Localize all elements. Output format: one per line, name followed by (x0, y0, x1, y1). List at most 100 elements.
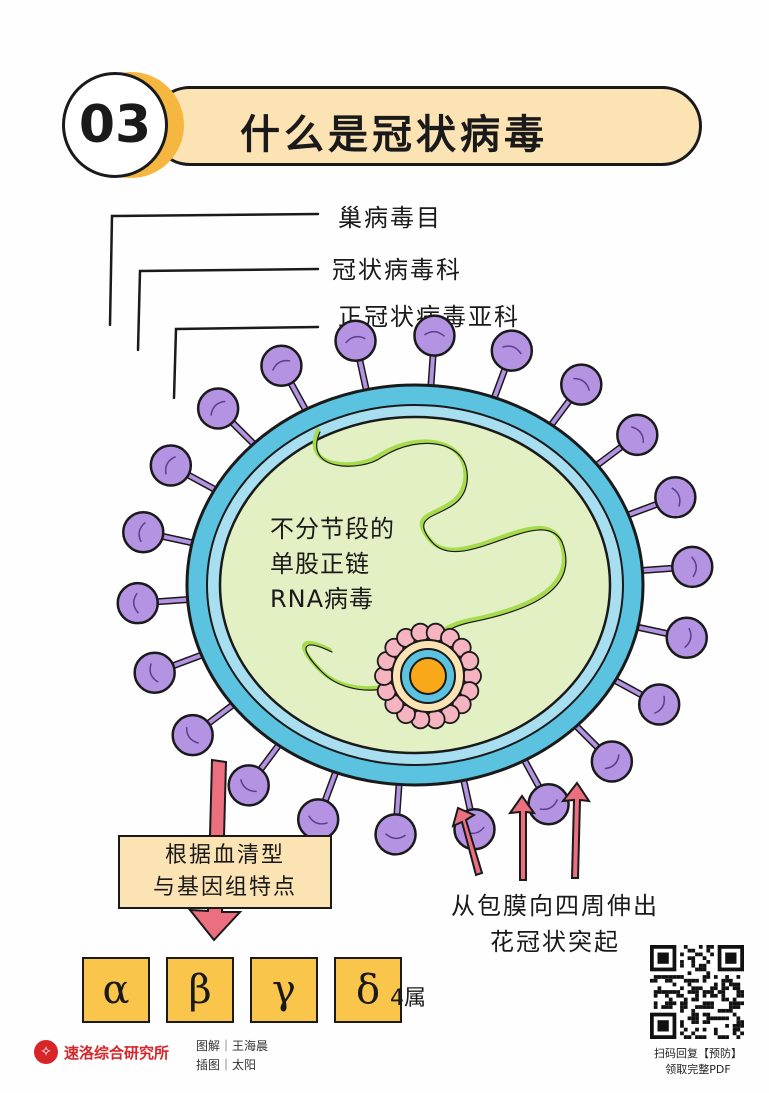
qr-module (691, 1020, 696, 1024)
org-logo: ✧ 速洛综合研究所 (34, 1040, 169, 1064)
genome-line: RNA病毒 (270, 585, 375, 613)
qr-module (740, 990, 744, 994)
qr-module (713, 1016, 718, 1021)
spike-protein (149, 444, 224, 496)
qr-module (668, 997, 673, 1002)
qr-module (736, 1005, 741, 1009)
qr-module (653, 993, 658, 998)
qr-module (683, 1005, 688, 1009)
qr-module (736, 1023, 741, 1028)
qr-module (680, 975, 684, 979)
qr-module (713, 993, 718, 998)
qr-module (680, 1031, 684, 1036)
qr-module (676, 993, 681, 998)
qr-module (680, 963, 684, 968)
qr-module (706, 971, 711, 976)
qr-module (665, 1005, 669, 1009)
qr-module (691, 986, 696, 991)
qr-module (736, 986, 741, 991)
qr-module (736, 982, 741, 987)
qr-module (657, 990, 662, 994)
qr-module (695, 978, 699, 983)
genome-line: 单股正链 (270, 550, 370, 578)
qr-module (698, 986, 703, 991)
credit-line: 插图｜太阳 (196, 1058, 257, 1072)
qr-module (706, 1020, 711, 1024)
qr-module (717, 1016, 722, 1021)
qr-module (698, 945, 703, 949)
qr-module (732, 982, 737, 987)
qr-module (676, 975, 681, 979)
qr-module (721, 997, 726, 1002)
qr-module (710, 1016, 714, 1021)
qr-module (706, 1005, 711, 1009)
qr-module (740, 993, 744, 998)
qr-module (736, 1001, 741, 1006)
qr-module (717, 990, 722, 994)
qr-module (687, 1016, 692, 1021)
qr-module (653, 1005, 658, 1009)
qr-module (650, 978, 654, 983)
spike-protein (133, 649, 211, 694)
qr-module (706, 1012, 711, 1017)
qr-module (680, 993, 684, 998)
qr-module (687, 982, 692, 987)
qr-module (653, 990, 658, 994)
qr-finder (725, 952, 737, 964)
qr-module (706, 975, 711, 979)
qr-module (691, 990, 696, 994)
qr-module (695, 1012, 699, 1017)
qr-module (680, 1001, 684, 1006)
qr-code-icon[interactable] (650, 945, 744, 1039)
qr-module (653, 978, 658, 983)
qr-module (680, 1008, 684, 1013)
qr-module (668, 978, 673, 983)
bracket-subfamily (172, 325, 320, 400)
qr-module (665, 1001, 669, 1006)
qr-finder (657, 1020, 669, 1032)
qr-module (680, 1020, 684, 1024)
qr-module (691, 948, 696, 953)
qr-module (698, 952, 703, 957)
basis-line: 与基因组特点 (152, 875, 297, 900)
qr-module (691, 1012, 696, 1017)
qr-module (702, 1005, 707, 1009)
qr-module (710, 993, 714, 998)
qr-module (661, 1005, 666, 1009)
qr-module (695, 990, 699, 994)
qr-module (687, 956, 692, 961)
qr-module (687, 990, 692, 994)
qr-module (672, 1001, 677, 1006)
qr-module (706, 990, 711, 994)
qr-module (653, 975, 658, 979)
qr-module (680, 960, 684, 964)
qr-module (725, 997, 729, 1002)
qr-module (728, 1005, 733, 1009)
qr-module (683, 978, 688, 983)
spike-arrow-2 (507, 794, 537, 881)
qr-module (736, 1027, 741, 1032)
qr-module (672, 975, 677, 979)
qr-module (683, 1001, 688, 1006)
spike-protein (568, 718, 634, 783)
qr-module (702, 1001, 707, 1006)
qr-module (732, 1012, 737, 1017)
title-banner (150, 86, 702, 166)
bracket-family (136, 267, 320, 352)
qr-module (691, 1016, 696, 1021)
qr-module (721, 982, 726, 987)
qr-module (725, 1008, 729, 1013)
nucleocapsid-core (409, 657, 447, 695)
spike-protein (632, 545, 714, 589)
qr-module (710, 1005, 714, 1009)
qr-module (687, 971, 692, 976)
qr-module (672, 982, 677, 987)
qr-module (668, 1001, 673, 1006)
qr-module (695, 997, 699, 1002)
bracket-order (108, 212, 320, 327)
qr-module (710, 986, 714, 991)
qr-module (680, 952, 684, 957)
basis-line: 根据血清型 (164, 843, 285, 868)
qr-module (721, 1035, 726, 1039)
